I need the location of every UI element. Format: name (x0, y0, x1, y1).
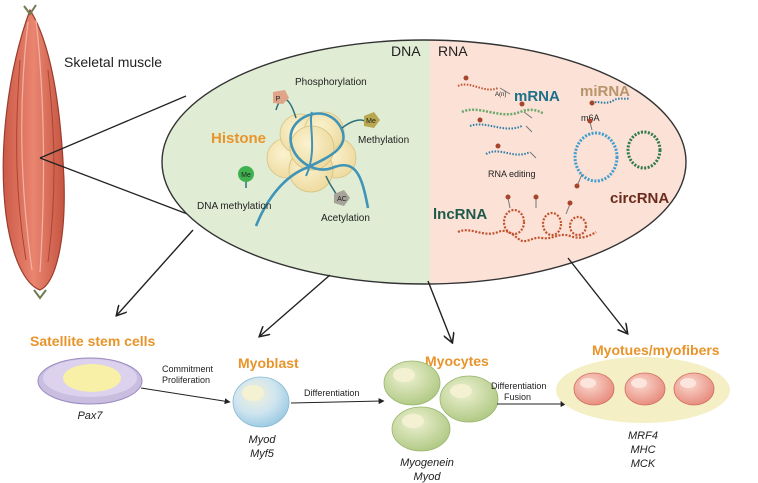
skeletal-muscle-label: Skeletal muscle (64, 54, 162, 70)
transition-differentiation: Differentiation (304, 388, 359, 398)
rna-editing-label: RNA editing (488, 169, 536, 179)
mirna-illustration (589, 97, 631, 106)
rna-region (430, 40, 686, 284)
methyl-tag: Me (364, 112, 380, 128)
myoblast-marker-myod: Myod (249, 434, 277, 446)
rna-region-label: RNA (438, 43, 468, 59)
arrow-to-myoblast (260, 274, 331, 336)
transition-differentiation-2: Differentiation (491, 381, 546, 391)
transition-commitment: Commitment (162, 364, 214, 374)
circrna-label: circRNA (610, 190, 669, 207)
dna-methyl-tag: Me (238, 166, 254, 182)
svg-text:Me: Me (241, 172, 251, 179)
myoblast-cell (232, 376, 290, 428)
myotubes-marker-mrf4: MRF4 (628, 430, 658, 442)
acetylation-label: Acetylation (321, 213, 370, 224)
svg-text:P: P (276, 96, 281, 103)
phosphate-tag: P (273, 90, 289, 104)
arrow-to-myotubes (567, 257, 627, 333)
satellite-cell (37, 357, 143, 405)
svg-text:Me: Me (366, 118, 376, 125)
myocyte-cells (383, 360, 499, 452)
myocytes-marker-myod: Myod (414, 471, 442, 483)
transition-fusion: Fusion (504, 392, 531, 402)
phosphorylation-label: Phosphorylation (295, 77, 367, 88)
transition-proliferation: Proliferation (162, 375, 210, 385)
mrna-label: mRNA (514, 88, 560, 105)
poly-a-tail-label: A(n) (495, 92, 506, 98)
myotubes-marker-mhc: MHC (630, 444, 655, 456)
skeletal-muscle-illustration (2, 4, 65, 300)
lncrna-illustration (457, 194, 597, 243)
satellite-title: Satellite stem cells (30, 333, 156, 349)
myocytes-marker-myogenein: Myogenein (400, 457, 454, 469)
methylation-label: Methylation (358, 135, 409, 146)
nucleosome-illustration (245, 98, 370, 227)
arrow-to-myocytes (427, 280, 452, 342)
histone-label: Histone (211, 130, 266, 147)
myoblast-title: Myoblast (238, 355, 299, 371)
myocytes-title: Myocytes (425, 353, 489, 369)
zoom-line-bottom (39, 157, 191, 216)
acetyl-tag: AC (334, 190, 350, 206)
arrow-to-satellite (117, 229, 194, 315)
myotube-cell (556, 357, 730, 423)
lncrna-label: lncRNA (433, 206, 487, 223)
arrow-myoblast-myocytes (290, 398, 385, 405)
mrna-illustration (457, 75, 545, 159)
dna-methylation-label: DNA methylation (197, 201, 271, 212)
mirna-label: miRNA (580, 83, 630, 100)
myoblast-marker-myf5: Myf5 (250, 448, 275, 460)
myotubes-marker-mck: MCK (631, 458, 656, 470)
m6a-label: m6A (581, 113, 600, 123)
dna-region-label: DNA (391, 43, 421, 59)
arrow-satellite-myoblast (140, 387, 231, 405)
myotubes-title: Myotues/myofibers (592, 342, 720, 358)
circrna-illustration (573, 118, 662, 189)
zoom-line-top (39, 95, 187, 159)
satellite-marker-pax7: Pax7 (77, 410, 103, 422)
svg-text:AC: AC (337, 196, 347, 203)
regulation-oval (161, 39, 687, 285)
